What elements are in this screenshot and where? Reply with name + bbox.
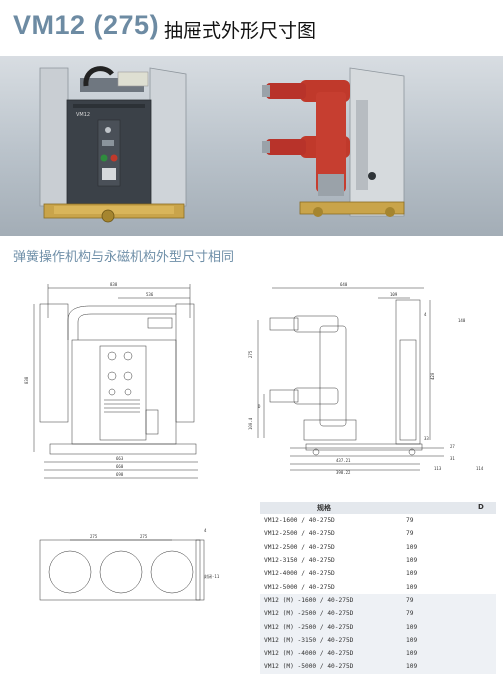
top-dim-275-a: 275 [90, 534, 98, 539]
side-dim-31: 31 [450, 456, 455, 461]
side-dim-D: D [258, 404, 261, 409]
front-dim-663: 663 [116, 456, 124, 461]
spec-table-header: 规格 [260, 502, 496, 514]
side-dim-420: 420 [430, 372, 435, 380]
front-dim-left: 838 [24, 376, 29, 384]
top-dim-275-b: 275 [140, 534, 148, 539]
breaker-side-photo [262, 67, 405, 217]
side-dim-275-a: 275 [248, 350, 253, 358]
top-dim-4: 4 [204, 528, 207, 533]
side-dim-33: 33 [424, 436, 429, 441]
spec-d-col-header: D [478, 503, 484, 511]
side-dim-140: 140 [458, 318, 466, 323]
side-dim-100: 100.4 [248, 417, 253, 430]
page-header: VM12 (275) 抽屉式外形尺寸图 [0, 0, 503, 56]
front-dim-698: 698 [116, 472, 124, 477]
front-panel-model-text: VM12 [76, 112, 90, 118]
side-dim-398: 398.22 [336, 470, 351, 475]
page-title-model: VM12 (275) [13, 10, 160, 40]
side-dim-640: 640 [340, 282, 348, 287]
side-dim-4: 4 [424, 312, 427, 317]
front-dim-660: 660 [116, 464, 124, 469]
side-dim-27: 27 [450, 444, 455, 449]
spec-col-header: 规格 [260, 502, 384, 514]
side-dim-113: 113 [434, 466, 442, 471]
product-photo-banner: VM12 [0, 56, 503, 236]
side-dim-114: 114 [476, 466, 484, 471]
breaker-front-photo: VM12 [39, 66, 187, 223]
top-label-right: 封闭-11 [204, 573, 220, 579]
side-dim-109: 109 [390, 292, 398, 297]
front-dim-536: 536 [146, 292, 154, 297]
section-subtitle: 弹簧操作机构与永磁机构外型尺寸相同 [13, 250, 235, 265]
front-dim-width: 838 [110, 282, 118, 287]
side-dim-437: 437.21 [336, 458, 351, 463]
page-title-cn: 抽屉式外形尺寸图 [164, 20, 317, 42]
